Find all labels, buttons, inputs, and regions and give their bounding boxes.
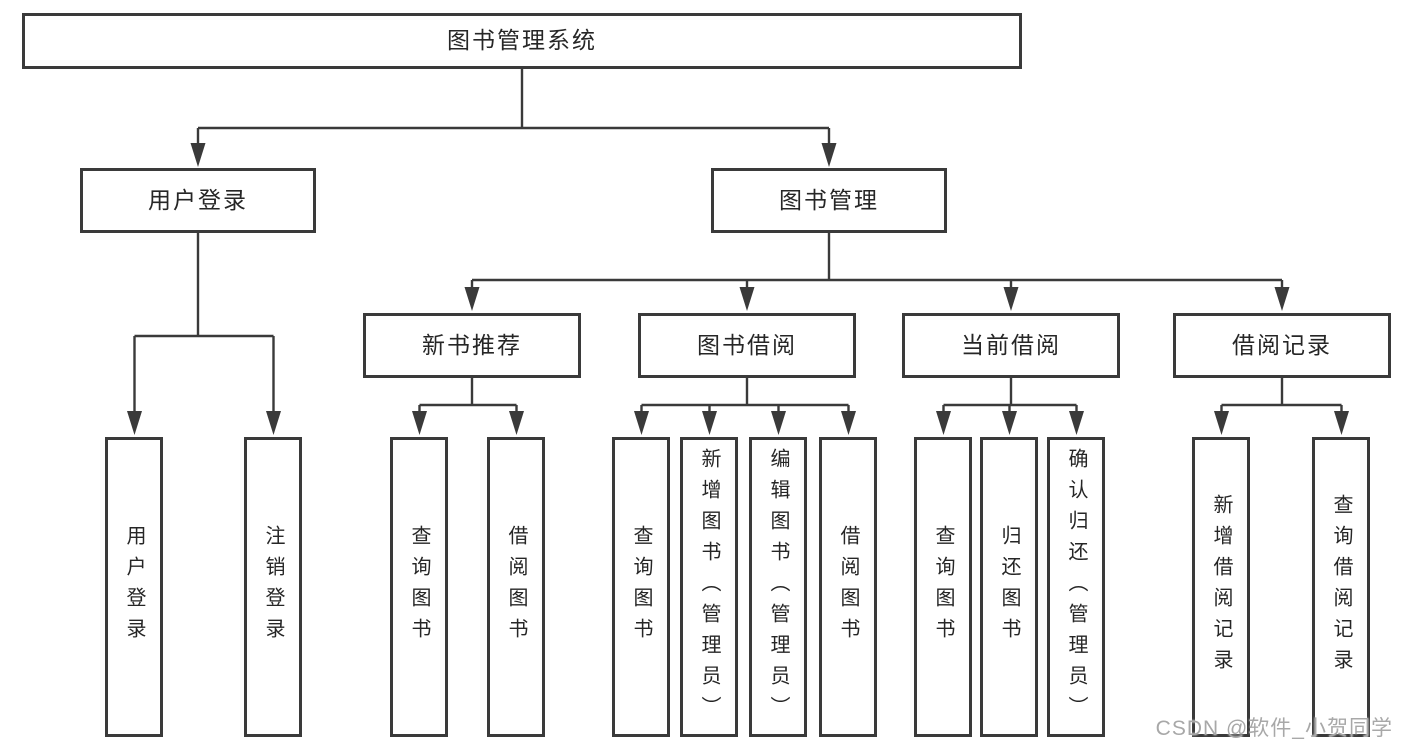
arrow-down-icon bbox=[1334, 411, 1349, 435]
arrow-down-icon bbox=[771, 411, 786, 435]
node-book-management: 图书管理 bbox=[711, 168, 947, 233]
leaf-bb-add-book-admin: 新增图书（管理员） bbox=[680, 437, 738, 737]
leaf-logout: 注销登录 bbox=[244, 437, 302, 737]
leaf-nbr-borrow-book: 借阅图书 bbox=[487, 437, 545, 737]
arrow-down-icon bbox=[1003, 287, 1019, 311]
node-user-login: 用户登录 bbox=[80, 168, 316, 233]
watermark: CSDN @软件_小贺同学 bbox=[1155, 717, 1393, 740]
arrow-down-icon bbox=[634, 411, 649, 435]
arrow-down-icon bbox=[702, 411, 717, 435]
leaf-nbr-query-book: 查询图书 bbox=[390, 437, 448, 737]
arrow-down-icon bbox=[936, 411, 951, 435]
leaf-cb-return-book: 归还图书 bbox=[980, 437, 1038, 737]
arrow-down-icon bbox=[1069, 411, 1084, 435]
arrow-down-icon bbox=[821, 143, 837, 167]
node-root-system: 图书管理系统 bbox=[22, 13, 1022, 69]
arrow-down-icon bbox=[509, 411, 524, 435]
leaf-bb-query-book: 查询图书 bbox=[612, 437, 670, 737]
leaf-br-query-record: 查询借阅记录 bbox=[1312, 437, 1370, 737]
leaf-br-add-record: 新增借阅记录 bbox=[1192, 437, 1250, 737]
node-new-book-recommendation: 新书推荐 bbox=[363, 313, 581, 378]
arrow-down-icon bbox=[1002, 411, 1017, 435]
arrow-down-icon bbox=[127, 411, 142, 435]
arrow-down-icon bbox=[464, 287, 480, 311]
arrow-down-icon bbox=[739, 287, 755, 311]
leaf-bb-borrow-book: 借阅图书 bbox=[819, 437, 877, 737]
arrow-down-icon bbox=[1214, 411, 1229, 435]
arrow-down-icon bbox=[841, 411, 856, 435]
arrow-down-icon bbox=[266, 411, 281, 435]
node-book-borrowing: 图书借阅 bbox=[638, 313, 856, 378]
leaf-bb-edit-book-admin: 编辑图书（管理员） bbox=[749, 437, 807, 737]
arrow-down-icon bbox=[412, 411, 427, 435]
arrow-down-icon bbox=[1274, 287, 1290, 311]
arrow-down-icon bbox=[190, 143, 206, 167]
leaf-user-login: 用户登录 bbox=[105, 437, 163, 737]
node-borrowing-records: 借阅记录 bbox=[1173, 313, 1391, 378]
leaf-cb-confirm-return-admin: 确认归还（管理员） bbox=[1047, 437, 1105, 737]
node-current-borrowing: 当前借阅 bbox=[902, 313, 1120, 378]
leaf-cb-query-book: 查询图书 bbox=[914, 437, 972, 737]
